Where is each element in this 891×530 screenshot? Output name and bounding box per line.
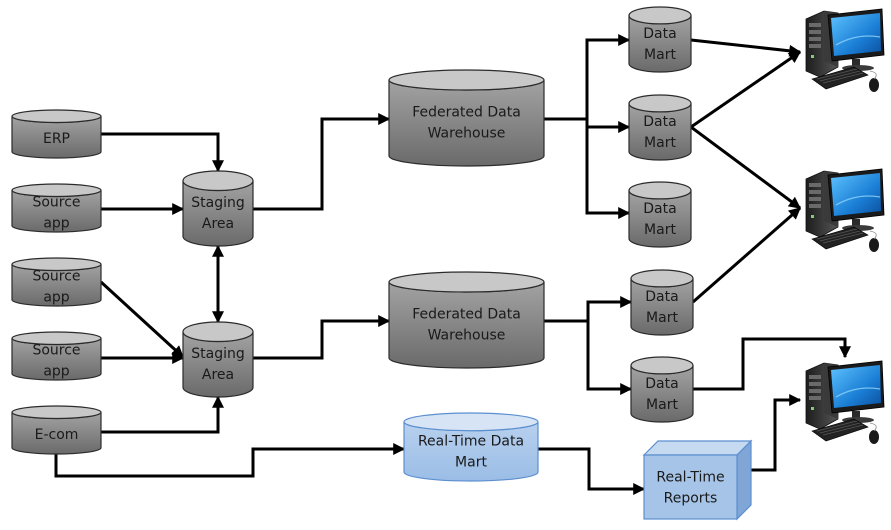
node-label: Mart — [646, 397, 678, 413]
connector-mart_4-to-computer_2 — [692, 206, 801, 304]
connector-source_app_2-to-staging_2 — [99, 280, 185, 359]
cylinder-top — [388, 271, 545, 293]
connector-mart_5-to-computer_3 — [693, 337, 851, 391]
computer-icon — [805, 168, 885, 252]
node-label: Data — [643, 26, 676, 42]
cube-side — [736, 439, 752, 521]
node-label: Source — [32, 269, 80, 285]
node-ecom: E-com — [11, 405, 102, 455]
connector-fdw_2-to-mart_4 — [544, 296, 633, 323]
connector-ecom-to-staging_2 — [101, 395, 224, 434]
connector-mart_1-to-computer_1 — [690, 38, 802, 57]
cylinder-top — [11, 183, 102, 198]
cylinder-top — [11, 331, 102, 346]
node-computer-2 — [805, 168, 885, 252]
connector-mart_2-to-computer_1 — [690, 50, 801, 129]
node-source-app-2: Source app — [11, 257, 102, 307]
node-label: Data — [643, 201, 676, 217]
cylinder-top — [11, 405, 102, 420]
cylinder-top — [630, 356, 694, 375]
computer-icon — [805, 360, 885, 444]
cylinder-top — [630, 269, 694, 288]
connector-ecom-to-rt_mart — [54, 443, 406, 478]
node-label: Mart — [644, 135, 676, 151]
node-label: app — [43, 364, 69, 380]
node-label: Data — [645, 376, 678, 392]
node-label: Staging — [191, 195, 245, 211]
node-label: Data — [645, 289, 678, 305]
node-label: Source — [32, 195, 80, 211]
node-label: Mart — [646, 310, 678, 326]
cube-front — [643, 454, 738, 520]
node-label: Area — [202, 367, 234, 383]
node-label: Real-Time Data — [418, 434, 524, 450]
node-label: Federated Data — [412, 307, 521, 323]
node-label: Area — [202, 216, 234, 232]
node-label: Federated Data — [412, 105, 521, 121]
cylinder-body — [388, 281, 545, 369]
node-label: Data — [643, 114, 676, 130]
node-label: Warehouse — [428, 328, 506, 344]
cylinder-top — [628, 181, 692, 200]
connector-fdw_1-to-mart_1 — [544, 34, 631, 121]
connector-rt_mart-to-rt_reports — [538, 447, 646, 495]
node-computer-3 — [805, 360, 885, 444]
computer-icon — [805, 8, 885, 92]
node-label: Warehouse — [428, 126, 506, 142]
cylinder-top — [182, 170, 254, 192]
cylinder-top — [11, 109, 102, 124]
connector-rt_reports-to-computer_3 — [751, 394, 802, 472]
node-label: Mart — [644, 222, 676, 238]
node-label: app — [43, 290, 69, 306]
cylinder-body — [388, 79, 545, 167]
connector-fdw_2-to-mart_5 — [544, 319, 633, 395]
connector-fdw_1-to-mart_3 — [544, 117, 631, 219]
cylinder-top — [388, 69, 545, 91]
connector-staging_1-to-fdw_1 — [253, 113, 391, 211]
node-erp: ERP — [11, 109, 102, 159]
node-label: ERP — [43, 131, 70, 147]
node-label: Mart — [644, 47, 676, 63]
node-label: Reports — [664, 491, 718, 507]
node-label: Source — [32, 343, 80, 359]
cylinder-top — [182, 321, 254, 343]
node-label: app — [43, 216, 69, 232]
cylinder-top — [628, 6, 692, 25]
node-source-app-1: Source app — [11, 183, 102, 233]
connector-staging_2-to-fdw_2 — [253, 315, 391, 360]
connectors — [54, 34, 851, 495]
cylinder-top — [403, 412, 539, 432]
node-source-app-3: Source app — [11, 331, 102, 381]
node-label: Mart — [455, 455, 487, 471]
connector-erp-to-staging_1 — [101, 132, 224, 173]
node-computer-1 — [805, 8, 885, 92]
node-label: Staging — [191, 346, 245, 362]
cylinder-top — [11, 257, 102, 272]
cube-top — [642, 440, 753, 456]
connector-mart_2-to-computer_2 — [690, 125, 801, 210]
cylinder-top — [628, 94, 692, 113]
node-label: Real-Time — [656, 470, 724, 486]
nodes: ERPSourceappSourceappSourceappE-comStagi… — [11, 6, 885, 521]
node-label: E-com — [35, 427, 79, 443]
